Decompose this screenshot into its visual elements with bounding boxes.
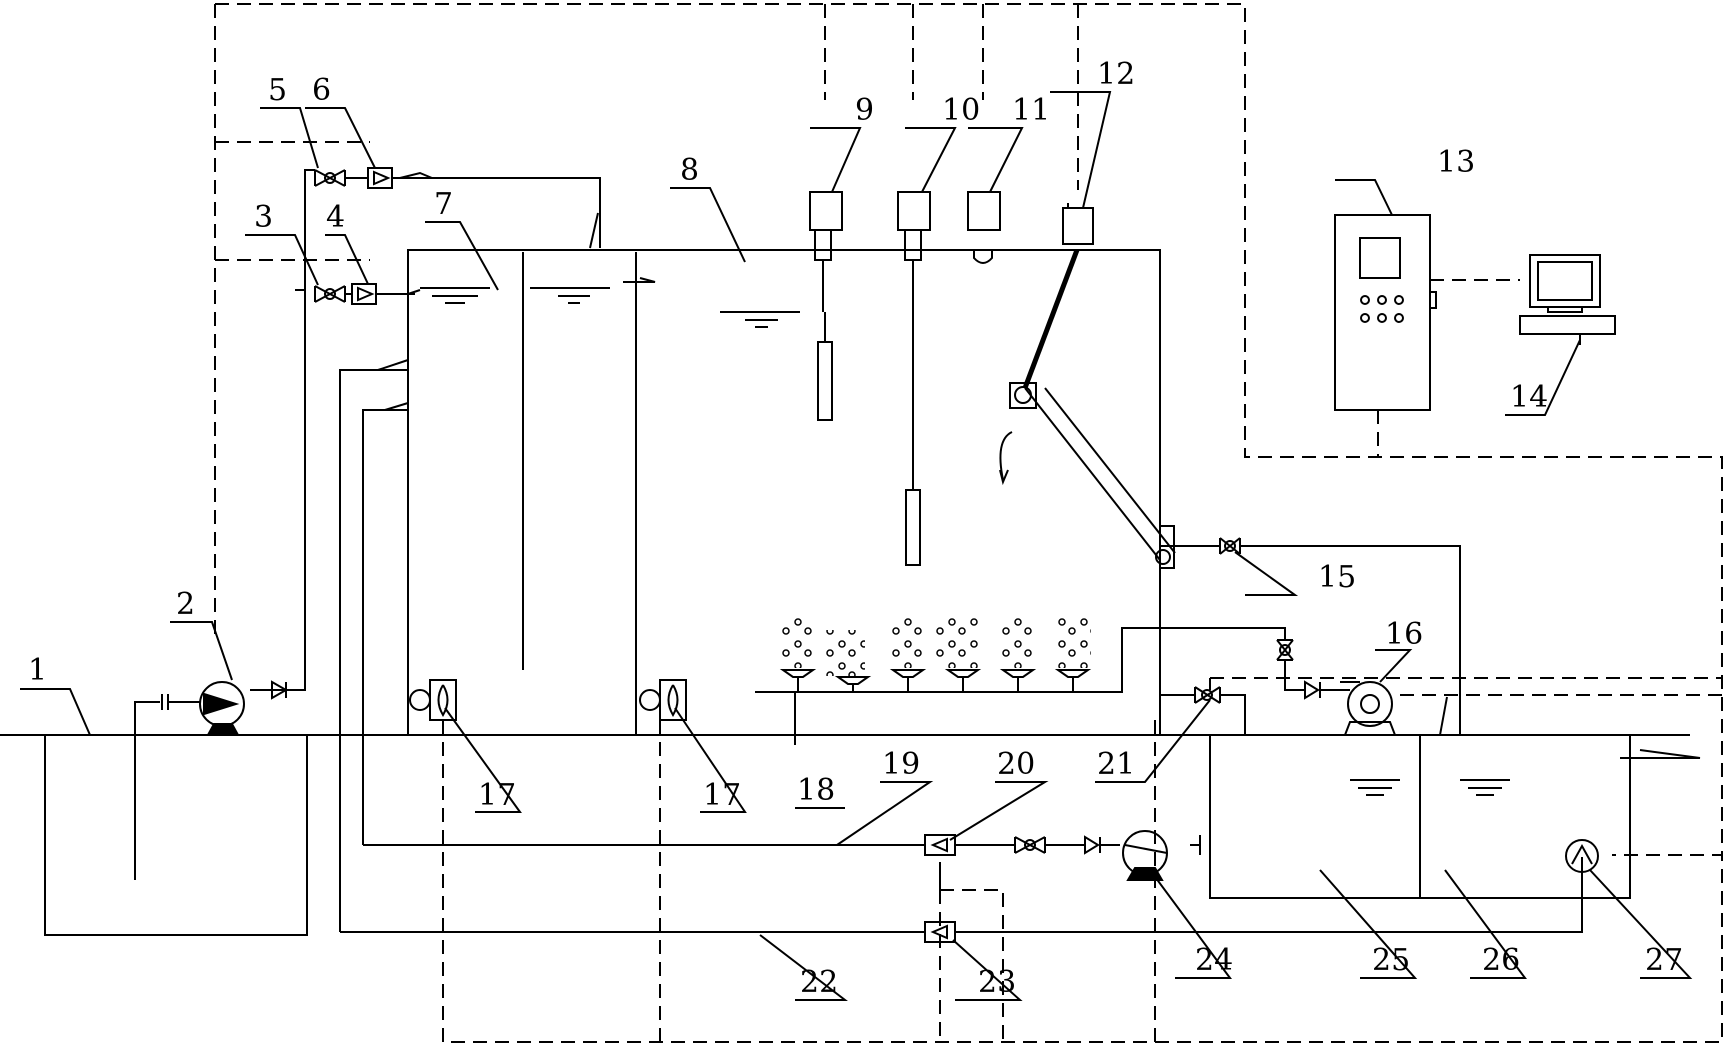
- flowmeter-6: [367, 167, 393, 189]
- label-11: 11: [1012, 93, 1050, 128]
- sensor-9: [809, 191, 843, 421]
- label-6: 6: [312, 73, 331, 108]
- mixer-17b: [639, 679, 687, 721]
- sensor-10: [897, 191, 931, 566]
- label-18: 18: [797, 773, 835, 808]
- flowmeter-20: [924, 834, 956, 856]
- arm-drive-12: [1062, 203, 1094, 245]
- flowmeter-4: [351, 283, 377, 305]
- label-9: 9: [855, 93, 874, 128]
- leader-lines: [20, 91, 1693, 1001]
- recycle-valve: [1014, 836, 1046, 854]
- label-16: 16: [1385, 617, 1423, 652]
- feed-pump-2: [199, 681, 245, 736]
- label-26: 26: [1482, 943, 1520, 978]
- valve-3: [314, 285, 346, 303]
- sensor-11: [967, 191, 1001, 264]
- label-8: 8: [680, 153, 699, 188]
- check-valve-2: [271, 680, 289, 700]
- control-signal-lines: [214, 3, 1723, 1043]
- mixer-17a: [409, 679, 457, 721]
- process-lines: [0, 169, 1690, 936]
- recycle-pump-24: [1100, 830, 1168, 881]
- label-3: 3: [254, 200, 273, 235]
- label-12: 12: [1097, 57, 1135, 92]
- flow-ticks: [377, 171, 1701, 759]
- label-21: 21: [1097, 747, 1135, 782]
- label-24: 24: [1195, 943, 1233, 978]
- number-labels: 1 2 3 4 5 6 7 8 9 10 11 12 13 14 15 16 1…: [28, 57, 1683, 1000]
- control-cabinet-13: [1334, 214, 1437, 411]
- label-7: 7: [434, 187, 453, 222]
- label-14: 14: [1510, 380, 1548, 415]
- label-23: 23: [978, 965, 1016, 1000]
- valve-21: [1194, 686, 1221, 704]
- label-20: 20: [997, 747, 1035, 782]
- label-17a: 17: [478, 778, 516, 813]
- label-1: 1: [28, 653, 47, 688]
- label-5: 5: [268, 73, 287, 108]
- label-4: 4: [326, 200, 345, 235]
- label-22: 22: [800, 965, 838, 1000]
- water-level-marks: [420, 287, 1510, 796]
- label-27: 27: [1645, 943, 1683, 978]
- pump-27: [1565, 839, 1599, 873]
- label-10: 10: [942, 93, 980, 128]
- label-25: 25: [1372, 943, 1410, 978]
- valve-5: [314, 169, 346, 187]
- aeration-diffusers: [779, 618, 1092, 692]
- arm-pivots: [999, 382, 1175, 569]
- air-valve-vertical: [1276, 639, 1294, 661]
- label-13: 13: [1437, 145, 1475, 180]
- label-2: 2: [176, 587, 195, 622]
- label-17b: 17: [703, 778, 741, 813]
- blower-16: [1340, 681, 1396, 736]
- flowmeter-23: [924, 921, 956, 943]
- label-15: 15: [1318, 560, 1356, 595]
- computer-14: [1519, 254, 1616, 345]
- recycle-check-valve: [1084, 835, 1101, 855]
- valve-15: [1219, 537, 1241, 555]
- label-19: 19: [882, 747, 920, 782]
- air-check-valve: [1304, 680, 1321, 700]
